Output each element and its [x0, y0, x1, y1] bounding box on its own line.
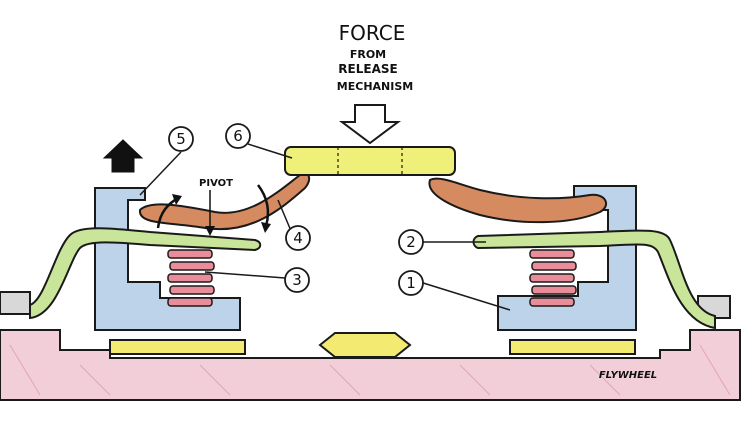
svg-text:5: 5: [176, 130, 186, 148]
right-release-lever: [428, 177, 608, 224]
pivot-label: PIVOT: [199, 178, 233, 189]
callout-1: 1: [398, 270, 424, 296]
svg-text:1: 1: [406, 274, 416, 292]
left-coil-spring: [167, 249, 215, 307]
right-spring-plate: [472, 229, 716, 330]
center-hub: [318, 332, 412, 358]
callout-4: 4: [285, 225, 311, 251]
left-friction-plate: [109, 339, 246, 355]
force-label: FORCE: [339, 21, 406, 45]
svg-text:3: 3: [292, 271, 302, 289]
callout-6: 6: [225, 123, 251, 149]
force-arrow: [339, 104, 401, 145]
left-spring-plate: [29, 227, 262, 320]
left-bolt: [0, 291, 31, 315]
callout-5: 5: [168, 126, 194, 152]
mechanism-label: MECHANISM: [337, 80, 413, 93]
up-arrow-icon: [102, 139, 144, 173]
callout-2: 2: [398, 229, 424, 255]
leader-lines: [139, 143, 511, 311]
flywheel-hatch: [9, 344, 731, 396]
pivot-pointer-head: [205, 226, 215, 236]
right-friction-plate: [509, 339, 636, 355]
pivot-arrow-left-head: [172, 194, 182, 205]
flywheel-label: FLYWHEEL: [599, 370, 657, 381]
from-label: FROM: [350, 48, 386, 61]
left-housing: [94, 187, 241, 331]
release-bearing-dashes: [337, 147, 403, 175]
svg-text:2: 2: [406, 233, 416, 251]
callout-3: 3: [284, 267, 310, 293]
svg-text:4: 4: [293, 229, 303, 247]
pivot-arrow-right: [256, 184, 270, 227]
right-coil-spring: [529, 249, 577, 307]
release-label: RELEASE: [338, 62, 397, 76]
flywheel-base: [0, 329, 741, 401]
svg-text:6: 6: [233, 127, 243, 145]
release-bearing: [284, 146, 456, 176]
pivot-arrow-right-head: [261, 222, 271, 233]
